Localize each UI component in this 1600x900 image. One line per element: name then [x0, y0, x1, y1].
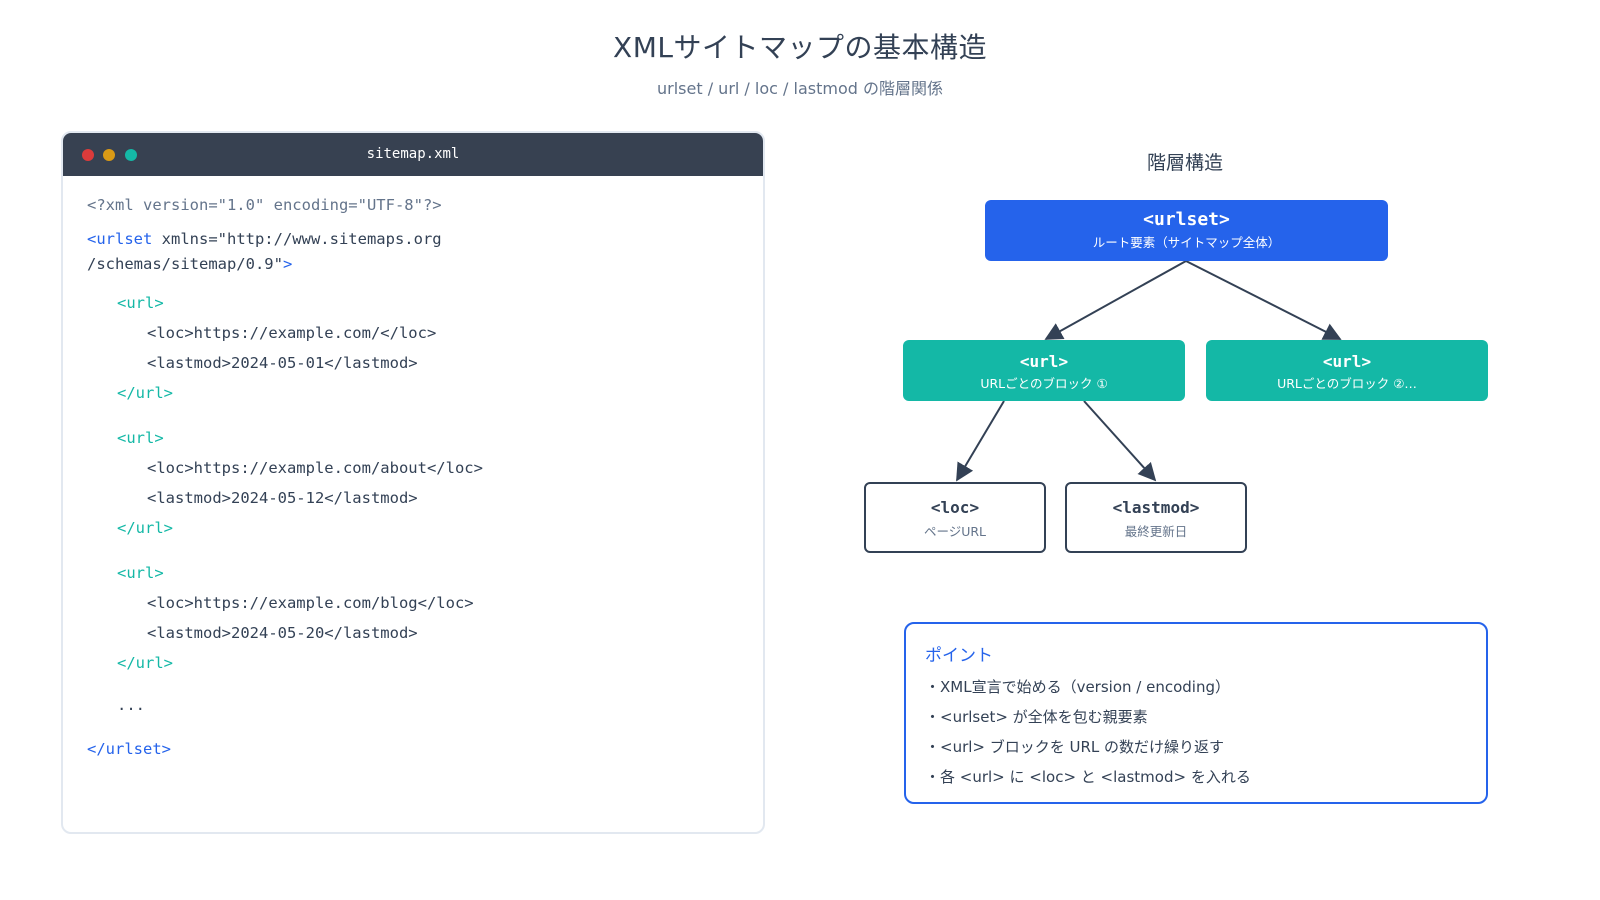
node-url-2-desc: URLごとのブロック ②… [1277, 376, 1417, 391]
code-lastmod-1: <lastmod>2024-05-01</lastmod> [147, 354, 418, 372]
maximize-dot-icon [125, 149, 137, 161]
code-url-close-3: </url> [117, 654, 173, 672]
code-filename: sitemap.xml [366, 146, 460, 162]
node-lastmod-label: <lastmod> [1112, 498, 1200, 517]
code-urlset-open-cont: /schemas/sitemap/0.9"> [87, 255, 292, 273]
edge-url1-lastmod [1083, 400, 1157, 482]
node-loc-label: <loc> [930, 498, 980, 517]
point-item: ・<url> ブロックを URL の数だけ繰り返す [925, 738, 1225, 756]
code-url-open-3: <url> [117, 564, 164, 582]
point-item: ・<urlset> が全体を包む親要素 [925, 708, 1148, 726]
code-urlset-attr: xmlns="http://www.sitemaps.org [152, 230, 442, 248]
code-url-close-1: </url> [117, 384, 173, 402]
code-lastmod-3: <lastmod>2024-05-20</lastmod> [147, 624, 418, 642]
code-loc-3: <loc>https://example.com/blog</loc> [147, 594, 474, 612]
point-item: ・各 <url> に <loc> と <lastmod> を入れる [925, 768, 1251, 786]
page-subtitle: urlset / url / loc / lastmod の階層関係 [657, 79, 943, 98]
code-urlset-close: </urlset> [87, 740, 171, 758]
tree-heading: 階層構造 [1146, 152, 1223, 174]
code-titlebar: sitemap.xml [63, 133, 763, 176]
node-lastmod: <lastmod> 最終更新日 [1065, 482, 1247, 553]
points-title: ポイント [925, 646, 993, 666]
page-title: XMLサイトマップの基本構造 [613, 31, 987, 64]
edge-urlset-url2 [1185, 260, 1342, 340]
code-url-open-1: <url> [117, 294, 164, 312]
node-lastmod-desc: 最終更新日 [1124, 524, 1188, 539]
node-urlset-label: <urlset> [1143, 209, 1230, 230]
node-urlset: <urlset> ルート要素（サイトマップ全体） [985, 200, 1388, 261]
node-urlset-desc: ルート要素（サイトマップ全体） [1092, 235, 1281, 250]
code-ellipsis: ... [117, 696, 145, 714]
node-url-1-label: <url> [1019, 352, 1069, 371]
code-url-open-2: <url> [117, 429, 164, 447]
node-loc-desc: ページURL [923, 524, 987, 539]
node-url-2: <url> URLごとのブロック ②… [1206, 340, 1488, 401]
code-urlset-bracket: > [282, 255, 293, 273]
code-url-close-2: </url> [117, 519, 173, 537]
node-url-2-label: <url> [1322, 352, 1372, 371]
minimize-dot-icon [103, 149, 115, 161]
node-url-1: <url> URLごとのブロック ① [903, 340, 1185, 401]
edge-urlset-url1 [1044, 260, 1187, 340]
code-window: sitemap.xml <?xml version="1.0" encoding… [61, 131, 765, 834]
code-xml-declaration: <?xml version="1.0" encoding="UTF-8"?> [87, 196, 442, 214]
points-box: ポイント ・XML宣言で始める（version / encoding） ・<ur… [904, 622, 1488, 804]
edge-url1-loc [956, 400, 1005, 482]
code-urlset-attr-cont: /schemas/sitemap/0.9" [87, 255, 283, 273]
code-loc-1: <loc>https://example.com/</loc> [147, 324, 437, 342]
node-loc: <loc> ページURL [864, 482, 1046, 553]
code-urlset-open: <urlset xmlns="http://www.sitemaps.org [87, 230, 442, 248]
code-loc-2: <loc>https://example.com/about</loc> [147, 459, 483, 477]
code-lastmod-2: <lastmod>2024-05-12</lastmod> [147, 489, 418, 507]
point-item: ・XML宣言で始める（version / encoding） [925, 678, 1230, 696]
close-dot-icon [82, 149, 94, 161]
node-url-1-desc: URLごとのブロック ① [980, 376, 1108, 391]
code-urlset-tag: <urlset [87, 230, 153, 248]
